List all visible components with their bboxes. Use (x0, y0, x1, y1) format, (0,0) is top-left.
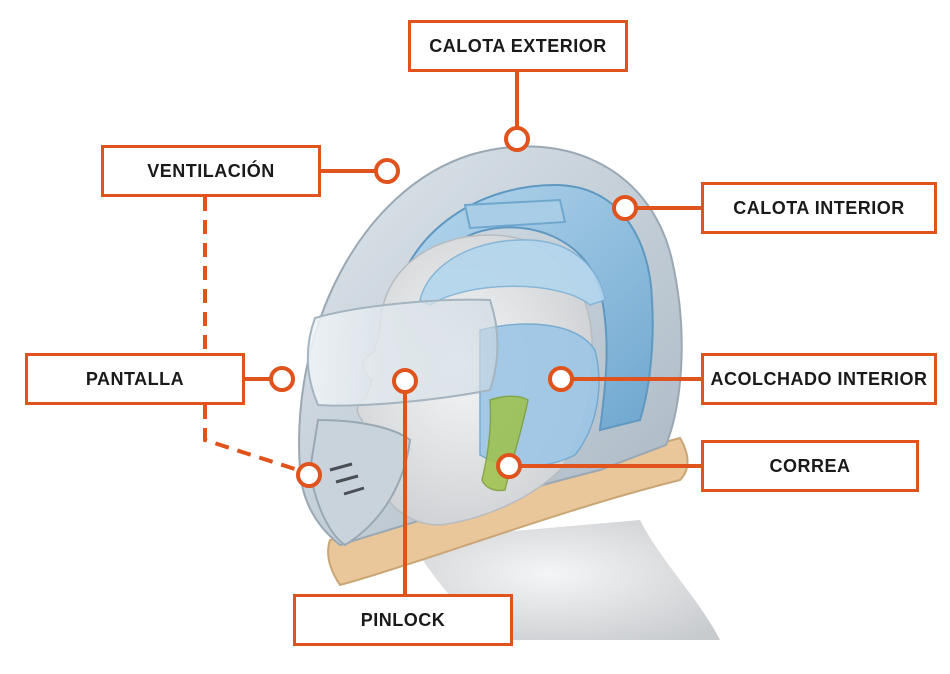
crown-pad-shape (419, 239, 606, 306)
callout-dot-pantalla (269, 366, 295, 392)
callout-dot-pinlock (392, 368, 418, 394)
callout-dot-correa (496, 453, 522, 479)
chin-bar-shape (308, 418, 412, 547)
inner-shell-shape (393, 183, 654, 432)
callout-dot-acolchado (548, 366, 574, 392)
label-calota-interior: CALOTA INTERIOR (701, 182, 937, 234)
visor-shape (306, 298, 499, 407)
vent-block-shape (463, 198, 567, 230)
callout-dashed-chin-vent (203, 197, 299, 472)
chin-vent-slot (329, 462, 353, 472)
label-pantalla: PANTALLA (25, 353, 245, 405)
callout-dot-ventilacion (374, 158, 400, 184)
chin-vent-slot (343, 486, 365, 496)
chin-vent-slot (335, 474, 359, 484)
callout-dot-chin-vent (296, 462, 322, 488)
label-acolchado-interior: ACOLCHADO INTERIOR (701, 353, 937, 405)
label-pinlock: PINLOCK (293, 594, 513, 646)
callout-dot-calota-interior (612, 195, 638, 221)
label-ventilacion: VENTILACIÓN (101, 145, 321, 197)
label-calota-exterior: CALOTA EXTERIOR (408, 20, 628, 72)
label-correa: CORREA (701, 440, 919, 492)
callout-dot-calota-exterior (504, 126, 530, 152)
strap-shape (481, 395, 529, 492)
